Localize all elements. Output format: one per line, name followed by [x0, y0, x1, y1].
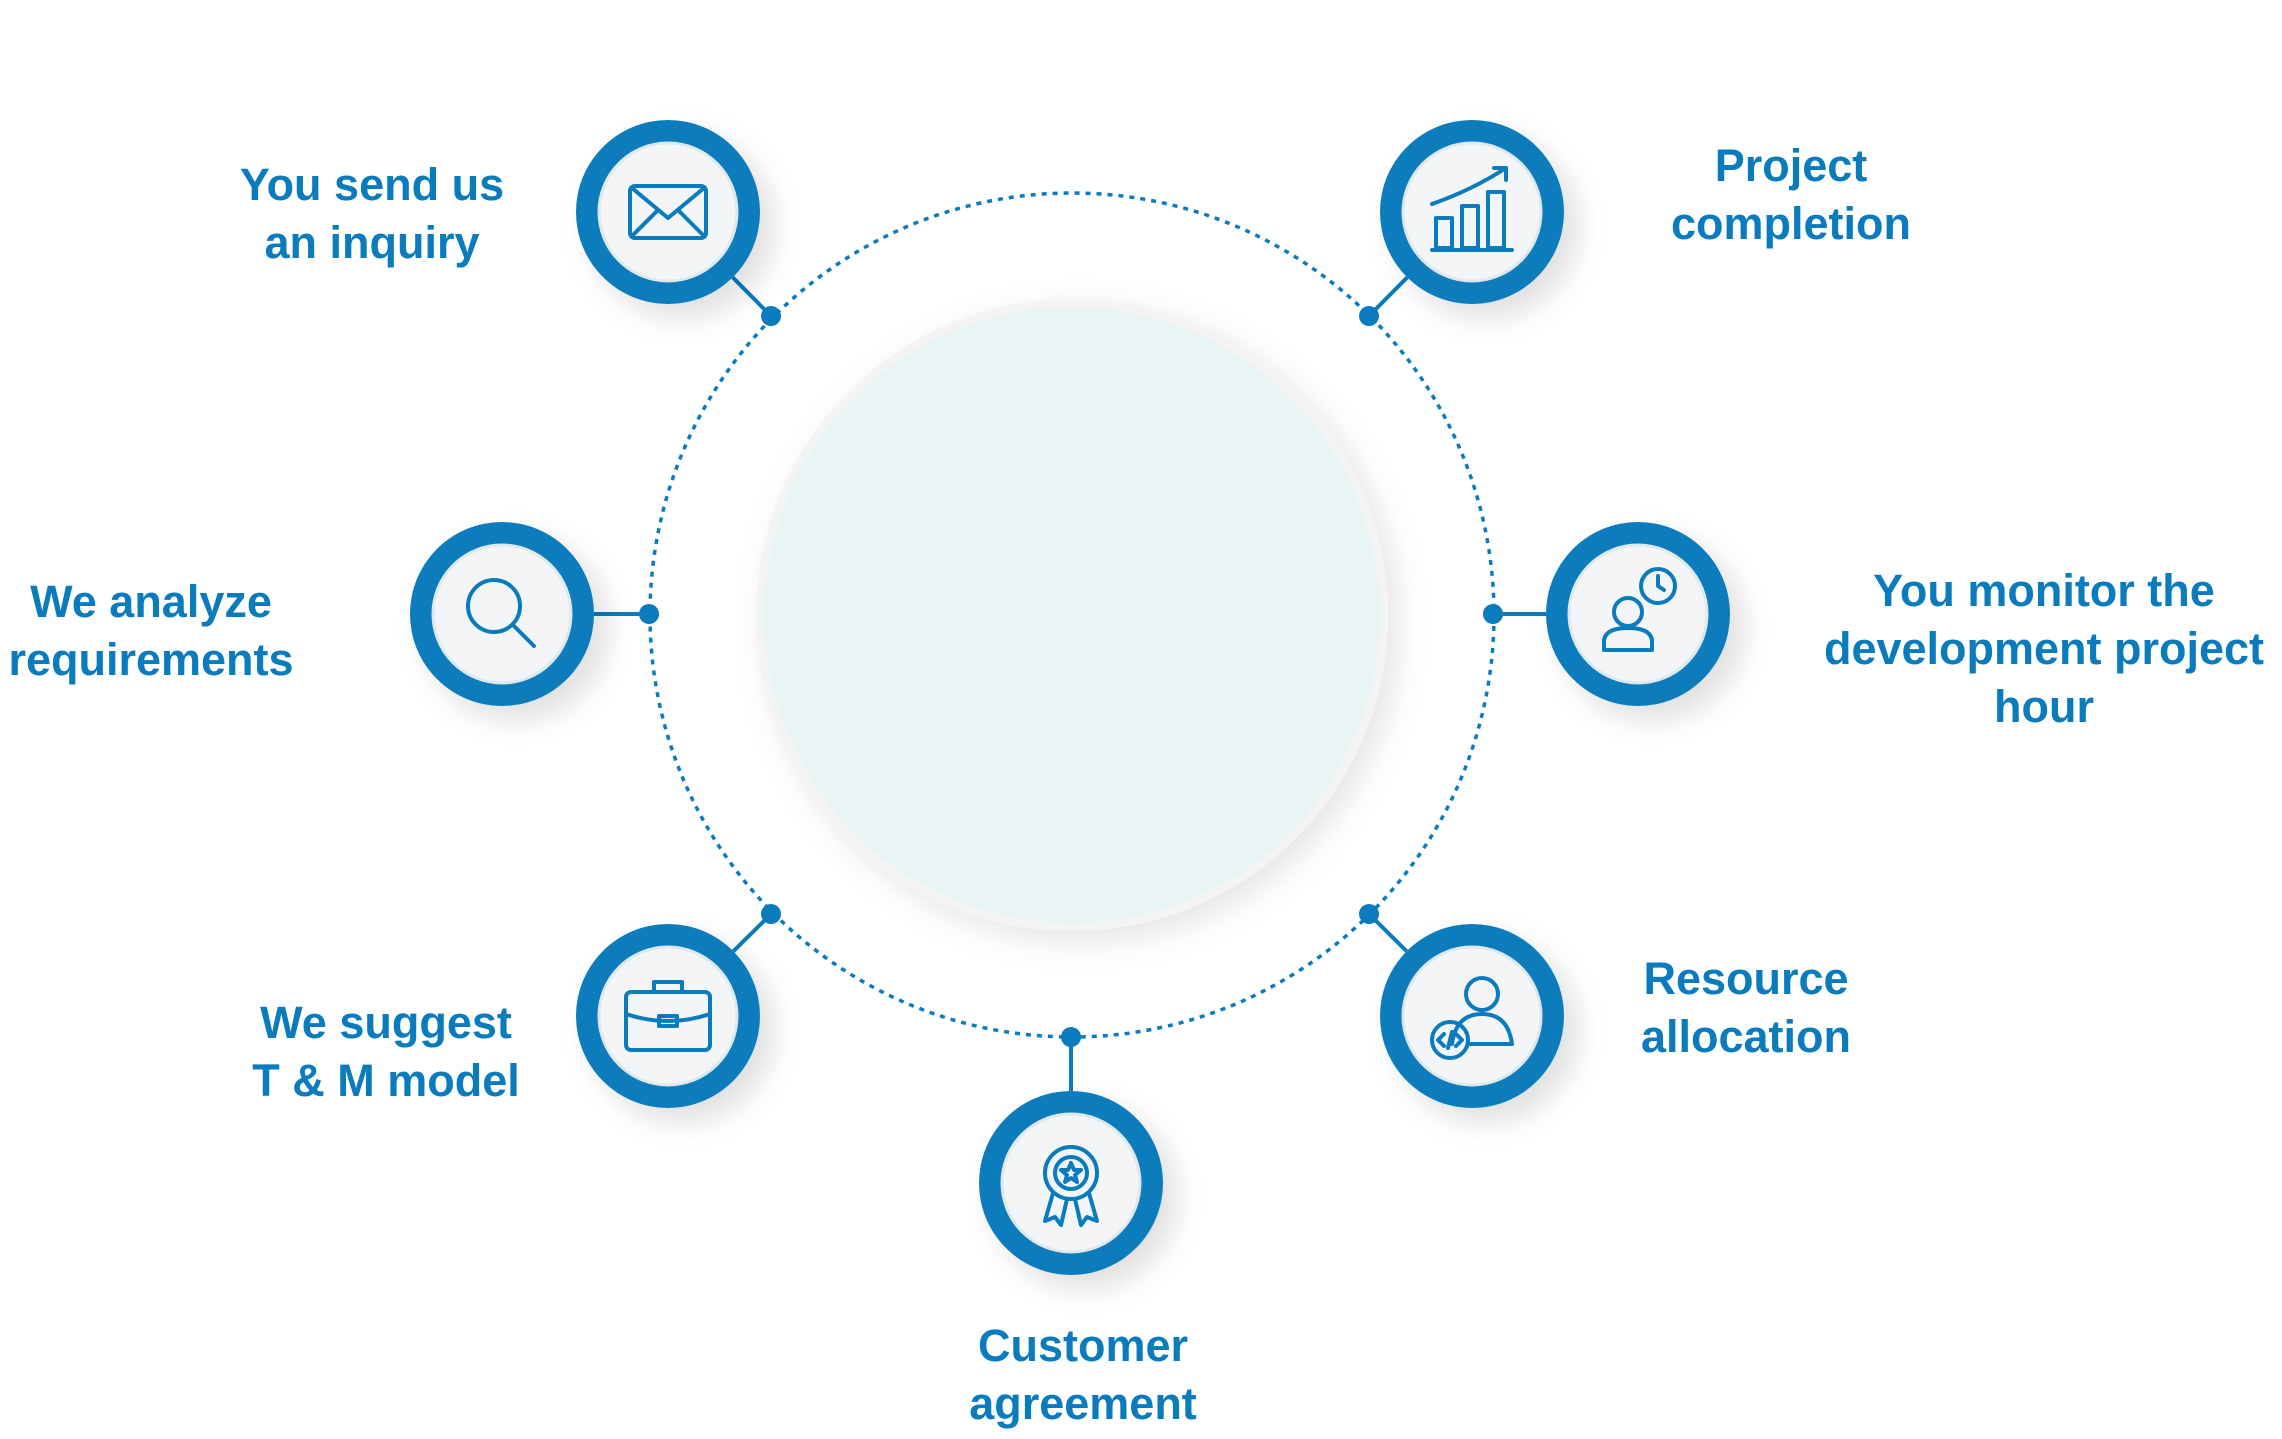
- label-line: agreement: [969, 1378, 1197, 1429]
- step-node-monitor: [1483, 522, 1730, 706]
- step-label-agreement: Customer agreement: [969, 1317, 1197, 1433]
- connector-dot: [639, 604, 659, 624]
- envelope-icon: [628, 184, 708, 240]
- connector-dot: [1359, 904, 1379, 924]
- label-line: hour: [1994, 681, 2094, 732]
- step-node-agreement: [979, 1027, 1163, 1275]
- connector-dot: [1483, 604, 1503, 624]
- step-node-tm: [576, 904, 781, 1108]
- label-line: T & M model: [252, 1055, 520, 1106]
- growth-chart-icon: [1430, 166, 1514, 252]
- label-line: We suggest: [260, 997, 512, 1048]
- user-clock-icon: [1602, 567, 1677, 652]
- step-node-inquiry: [576, 120, 781, 326]
- label-line: We analyze: [30, 576, 272, 627]
- step-label-resource: Resource allocation: [1641, 950, 1851, 1066]
- step-node-analyze: [410, 522, 659, 706]
- node-inner: [431, 543, 573, 685]
- label-line: You monitor the: [1873, 565, 2215, 616]
- connector-dot: [761, 904, 781, 924]
- magnifier-icon: [466, 578, 536, 648]
- developer-user-icon: [1430, 976, 1514, 1060]
- step-label-completion: Project completion: [1671, 137, 1911, 253]
- step-label-inquiry: You send us an inquiry: [240, 156, 504, 272]
- connector-dot: [761, 306, 781, 326]
- label-line: Resource: [1643, 953, 1849, 1004]
- node-inner: [1567, 543, 1709, 685]
- node-inner: [1000, 1112, 1142, 1254]
- step-label-monitor: You monitor the development project hour: [1824, 562, 2264, 736]
- node-inner: [597, 141, 739, 283]
- label-line: You send us: [239, 159, 505, 210]
- step-node-resource: [1359, 904, 1564, 1108]
- briefcase-icon: [624, 980, 712, 1052]
- award-ribbon-icon: [1043, 1145, 1099, 1227]
- label-line: Customer: [977, 1320, 1189, 1371]
- connector-dot: [1061, 1027, 1081, 1047]
- step-label-analyze: We analyze requirements: [8, 573, 293, 689]
- center-circle: [756, 299, 1388, 931]
- label-line: allocation: [1640, 1011, 1852, 1062]
- label-line: an inquiry: [264, 217, 480, 268]
- label-line: completion: [1670, 198, 1912, 249]
- label-line: requirements: [8, 634, 294, 685]
- connector-dot: [1359, 306, 1379, 326]
- node-inner: [1401, 141, 1543, 283]
- step-label-tm: We suggest T & M model: [252, 994, 520, 1110]
- label-line: development project: [1823, 623, 2265, 674]
- step-node-completion: [1359, 120, 1564, 326]
- label-line: Project: [1714, 140, 1868, 191]
